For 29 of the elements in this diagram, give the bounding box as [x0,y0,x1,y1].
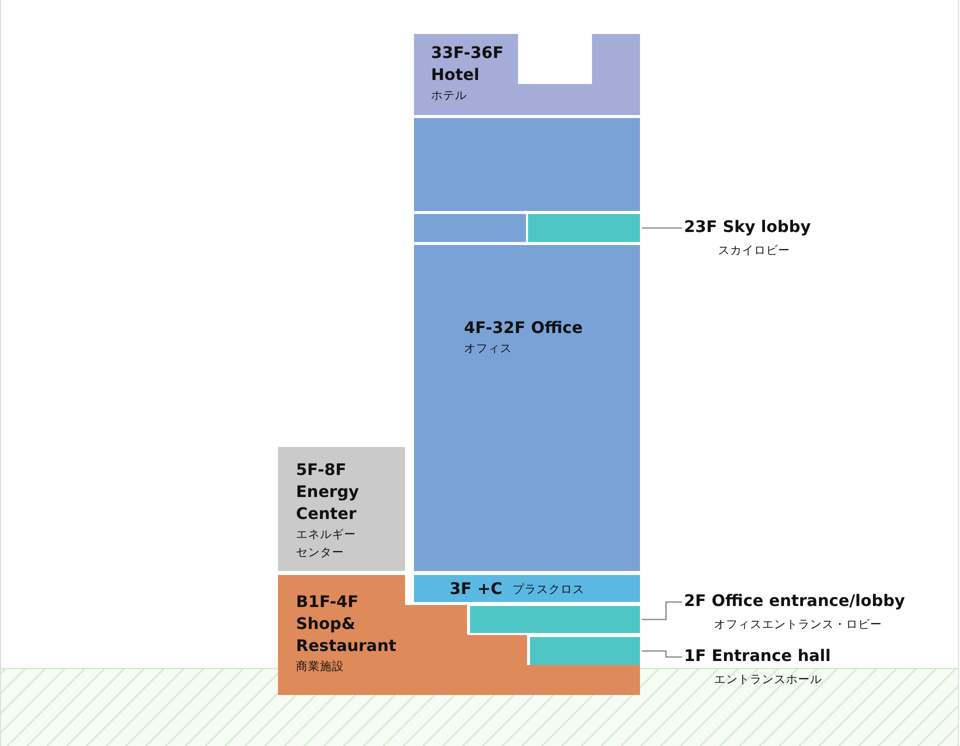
japanese-name: ホテル [431,87,467,104]
floor-block [414,214,526,242]
leader-line [642,601,682,620]
japanese-name: プラスクロス [512,580,584,598]
shop-restaurant-block [278,575,640,695]
floor-name: 5F-8F Energy Center [296,459,360,525]
japanese-name: エネルギーセンター [296,526,357,561]
energy-center-block [278,447,405,571]
japanese-label: エントランスホール [714,671,822,688]
hotel-block [414,34,640,115]
japanese-label: オフィスエントランス・ロビー [714,616,882,633]
japanese-label: スカイロビー [718,242,790,259]
entrance-lobby-block [470,606,640,633]
plus-cross-block [414,575,640,602]
floor-block [414,118,640,211]
sky-lobby-block [528,214,640,242]
floor-name: 33F-36F Hotel [431,42,505,86]
floor-name: B1F-4F Shop& Restaurant [296,591,398,657]
floor-label: 1F Entrance hall [684,645,831,667]
leader-line [642,650,682,658]
floor-name: 3F +C [450,578,502,600]
leader-line [642,227,682,229]
floor-name: 4F-32F Office [464,317,583,339]
floor-label: 2F Office entrance/lobby [684,590,905,612]
entrance-hall-block [530,637,640,665]
japanese-name: オフィス [464,340,512,357]
japanese-name: 商業施設 [296,658,344,675]
office-block [414,245,640,571]
floor-label: 23F Sky lobby [684,216,811,238]
